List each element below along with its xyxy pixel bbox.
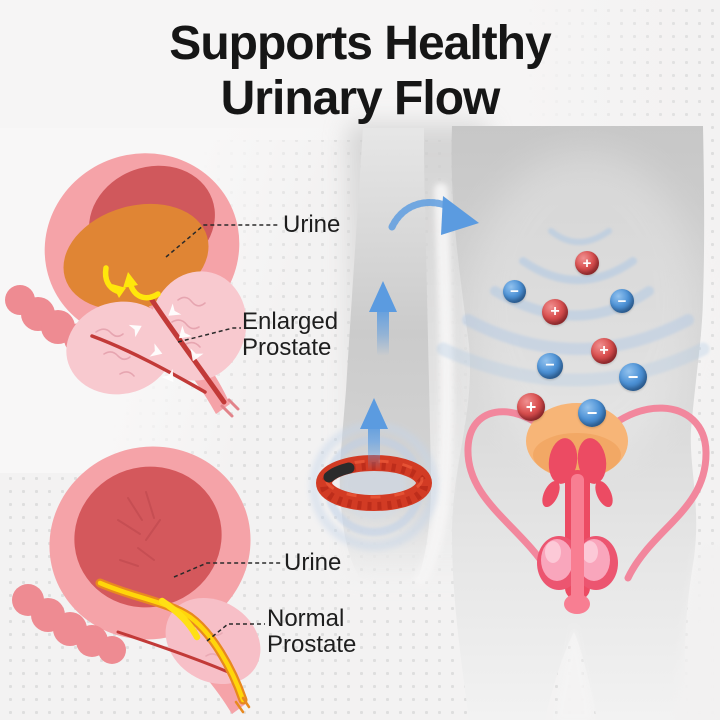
urethra-tip [220,398,240,418]
plus-ion-icon: + [575,251,599,275]
normal-prostate-label-line1: Normal [267,605,345,632]
leader-urine-bottom [173,562,281,578]
leader-urine-top [165,224,279,258]
ion-sign: − [586,403,598,423]
pressure-arrows [128,303,204,383]
page-title: Supports Healthy Urinary Flow [0,16,720,126]
up-arrow-icon [369,281,397,356]
minus-ion-icon: − [503,280,526,303]
ion-sign: − [510,283,519,300]
plus-ion-icon: + [591,338,617,364]
minus-ion-icon: − [619,363,647,391]
ion-sign: + [599,342,609,359]
normal-prostate-label: Normal Prostate [267,606,356,658]
testicle-left-highlight [545,541,561,563]
curved-arrow-icon [388,196,479,235]
leg-gap [556,626,592,720]
enlarged-prostate-label: Enlarged Prostate [242,309,338,361]
arm-torso-gap [414,183,454,585]
up-arrow-icon-2 [360,398,388,471]
minus-ion-icon: − [578,399,606,427]
urine-stream-bend [158,597,201,641]
normal-prostate-label-line2: Prostate [267,631,357,658]
minus-ion-icon: − [537,353,563,379]
urethra-channel [571,474,584,606]
leader-lines [165,224,281,642]
plus-ion-icon: + [542,299,568,325]
prostate-lobe-right [149,271,247,381]
normal-prostate-illustration [12,446,261,714]
ring-clasp [323,462,355,483]
minus-ion-icon: − [610,289,634,313]
bladder-texture [117,491,161,567]
enlarged-prostate-illustration [5,153,247,418]
ion-sign: − [627,367,639,387]
compressed-urethra [147,294,227,405]
ion-sign: + [550,303,560,320]
page-title-line1: Supports Healthy [169,17,551,70]
urine-label-top: Urine [283,211,341,238]
testicle-right-highlight [582,541,598,563]
ion-sign: − [545,357,555,374]
page-title-line2: Urinary Flow [220,72,501,125]
leader-enlarged-prostate [177,327,241,343]
crus-right [595,480,613,508]
penis-tip [564,594,590,614]
urethra-tip [234,696,251,714]
enlarged-prostate-label-line1: Enlarged [242,308,339,335]
urethra-line [116,630,230,674]
ion-sign: − [617,292,627,310]
title-background [0,0,720,140]
ion-sign: + [582,254,592,272]
urinary-system-anatomy [464,403,710,614]
leader-normal-prostate [206,623,265,642]
urethra-branch [90,334,207,394]
urine-label-bottom: Urine [284,549,342,576]
plus-ion-icon: + [517,393,545,421]
body-right-edge [673,545,720,720]
colon [12,584,126,664]
ion-sign: + [525,397,537,417]
urine-stream-core [97,580,246,703]
crus-left [542,480,560,508]
enlarged-prostate-label-line2: Prostate [242,334,332,361]
prostate-texture [95,296,206,377]
urine-flow-arrows [102,265,161,301]
